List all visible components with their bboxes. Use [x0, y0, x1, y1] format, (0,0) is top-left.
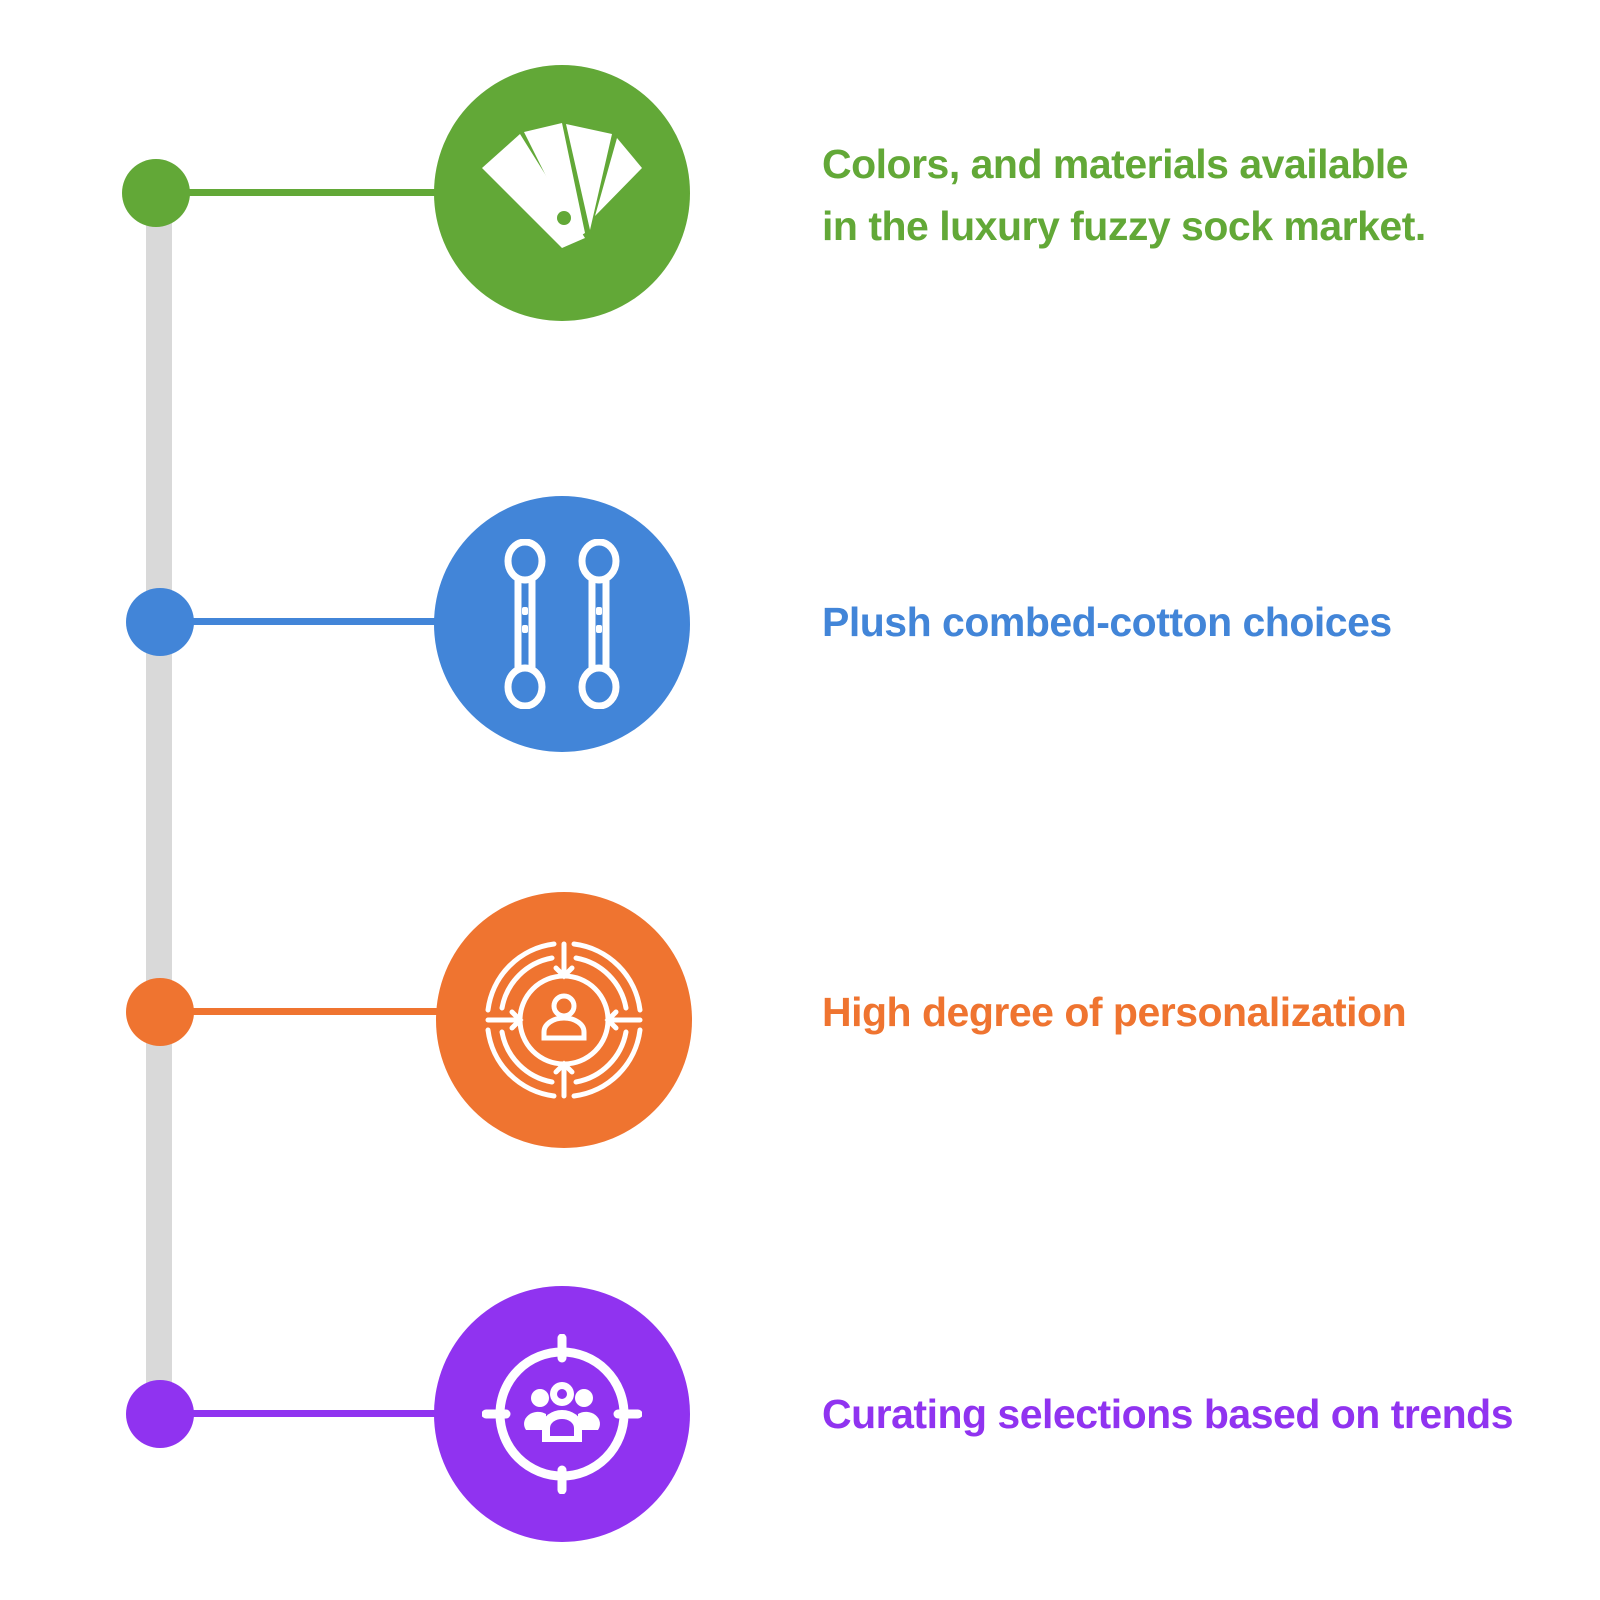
connector-line: [172, 618, 442, 625]
step-label: Plush combed-cotton choices: [822, 591, 1542, 653]
color-swatch-icon: [482, 123, 642, 248]
cotton-swab-icon: [504, 539, 620, 709]
step-label: Colors, and materials available in the l…: [822, 133, 1542, 257]
connector-line: [170, 189, 440, 196]
step-icon-badge: [434, 1286, 690, 1542]
step-label-line: Curating selections based on trends: [822, 1391, 1514, 1437]
step-label: High degree of personalization: [822, 981, 1542, 1043]
step-icon-badge: [436, 892, 692, 1148]
step-label-line: High degree of personalization: [822, 989, 1407, 1035]
step-icon-badge: [434, 65, 690, 321]
step-label: Curating selections based on trends: [822, 1383, 1542, 1445]
timeline-spine: [146, 188, 172, 1410]
step-icon-badge: [434, 496, 690, 752]
connector-line: [172, 1410, 442, 1417]
target-person-icon: [485, 941, 643, 1099]
step-label-line: Plush combed-cotton choices: [822, 599, 1392, 645]
target-group-icon: [482, 1334, 642, 1494]
connector-line: [172, 1008, 444, 1015]
step-label-line: Colors, and materials available: [822, 141, 1409, 187]
step-label-line: in the luxury fuzzy sock market.: [822, 203, 1426, 249]
